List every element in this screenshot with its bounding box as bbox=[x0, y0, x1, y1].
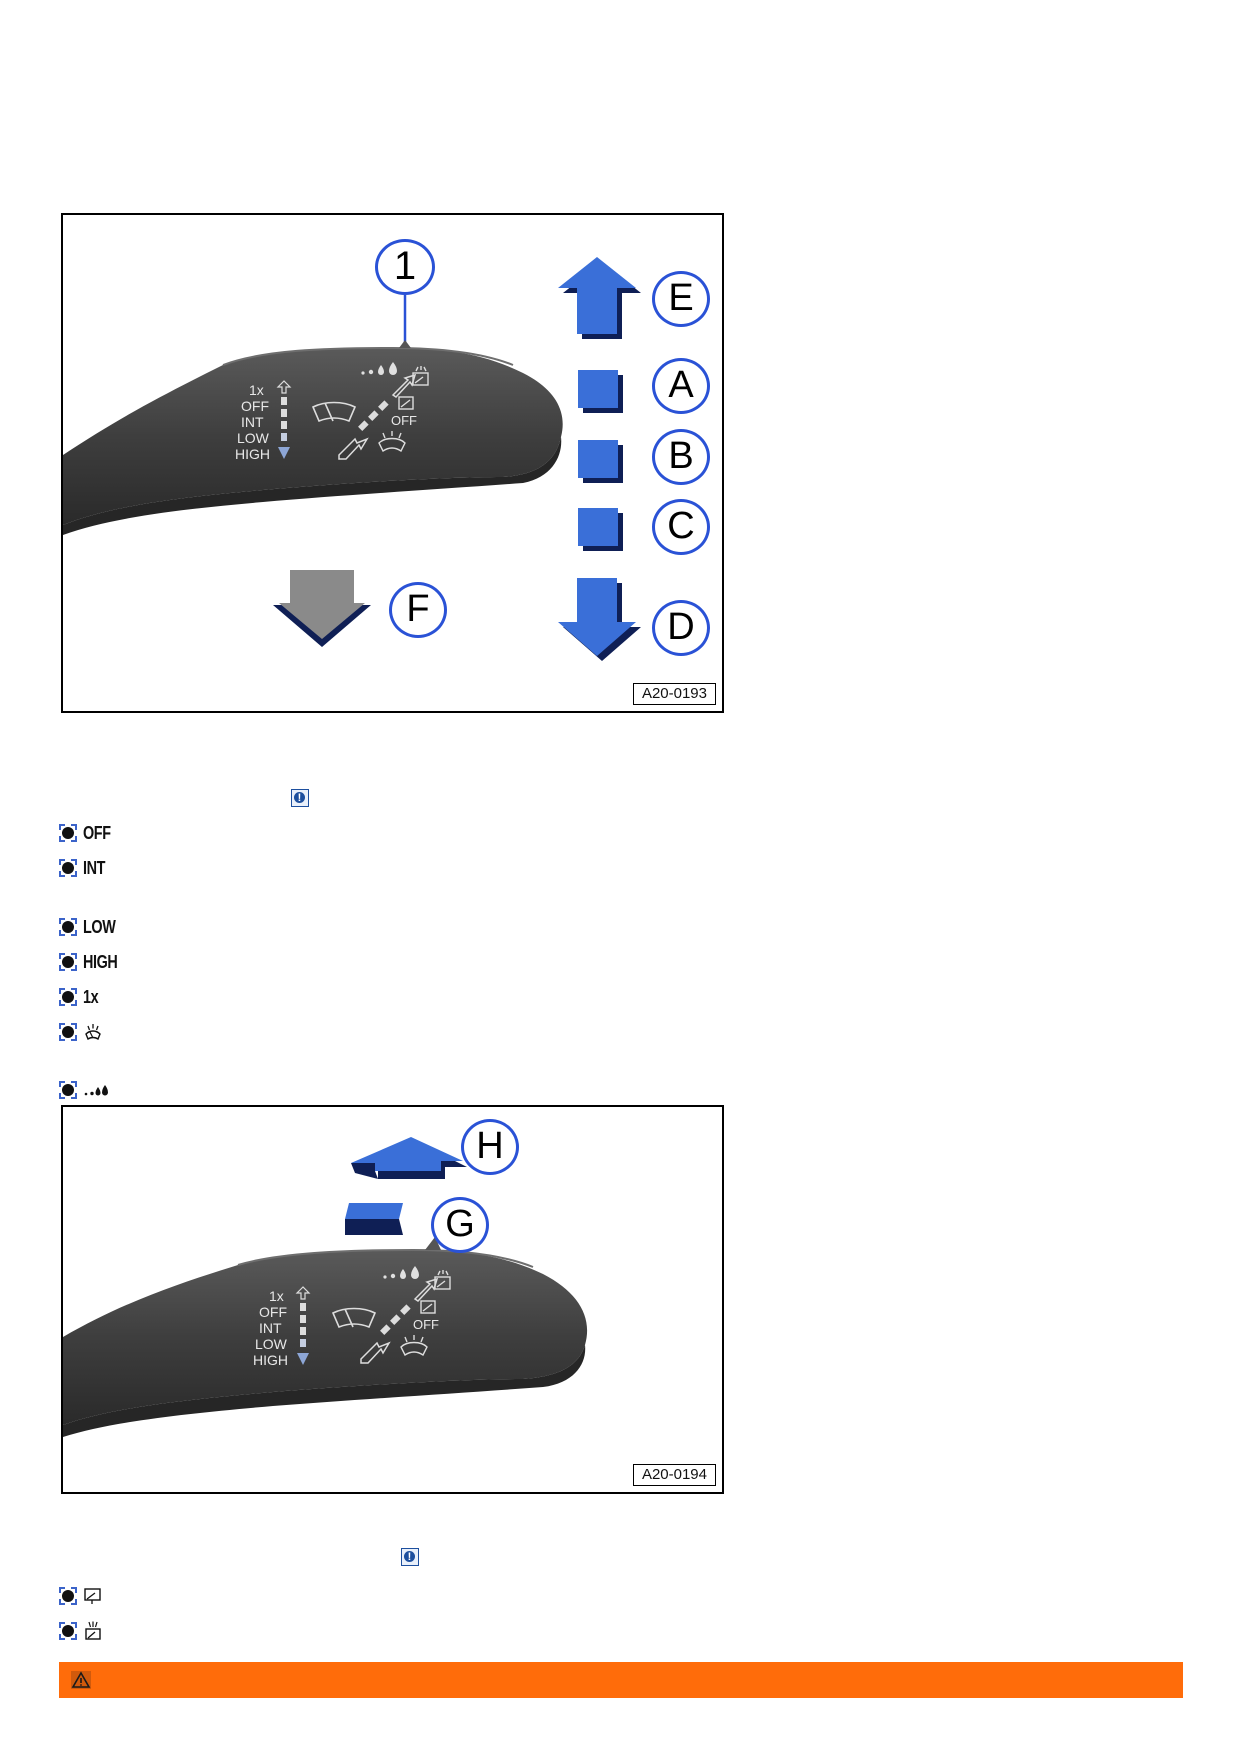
list-item-wash-wipe bbox=[59, 1021, 103, 1043]
washer-off-label: OFF bbox=[391, 413, 417, 428]
list-item-rear-wiper bbox=[59, 1585, 103, 1607]
callout-c: C bbox=[652, 499, 710, 555]
front-wiper-icon bbox=[311, 401, 357, 423]
wiper-lever bbox=[63, 348, 563, 525]
position-block-g bbox=[345, 1203, 403, 1235]
list-item-rear-wash bbox=[59, 1620, 103, 1642]
position-block-b bbox=[578, 440, 623, 483]
warning-triangle-icon bbox=[71, 1671, 91, 1689]
bullet-icon bbox=[59, 824, 77, 842]
wiper-lever-illustration: 1x OFF INT LOW HIGH bbox=[63, 1137, 588, 1437]
callout-d: D bbox=[652, 600, 710, 656]
callout-h: H bbox=[461, 1119, 519, 1175]
rear-wash-icon bbox=[412, 366, 429, 386]
rain-sensor-drops-icon bbox=[383, 1266, 419, 1279]
washer-off-label: OFF bbox=[413, 1317, 439, 1332]
list-item-label: HIGH bbox=[83, 951, 118, 972]
list-item-label: OFF bbox=[83, 822, 111, 843]
lever-label-int: INT bbox=[259, 1320, 282, 1336]
bullet-icon bbox=[59, 1023, 77, 1041]
callout-e: E bbox=[652, 271, 710, 327]
rear-wiper-icon bbox=[398, 396, 414, 410]
windscreen-wash-icon bbox=[378, 431, 406, 453]
list-item-high: HIGH bbox=[59, 951, 126, 973]
bullet-icon bbox=[59, 1587, 77, 1605]
bullet-icon bbox=[59, 988, 77, 1006]
rear-wash-icon bbox=[434, 1270, 451, 1290]
figure-wiper-lever-positions: 1x OFF INT LOW HIGH bbox=[61, 213, 724, 713]
bullet-icon bbox=[59, 859, 77, 877]
lever-label-off: OFF bbox=[241, 398, 269, 414]
bullet-icon bbox=[59, 1622, 77, 1640]
position-block-c bbox=[578, 508, 623, 551]
arrow-d-down bbox=[558, 578, 641, 661]
list-item-off: OFF bbox=[59, 822, 118, 844]
bullet-icon bbox=[59, 918, 77, 936]
callout-a: A bbox=[652, 358, 710, 414]
arrow-e-up bbox=[558, 257, 641, 339]
wiper-lever bbox=[63, 1250, 588, 1425]
rain-sensor-drops-icon bbox=[361, 362, 397, 375]
figure-code: A20-0194 bbox=[632, 1464, 716, 1486]
lever-label-1x: 1x bbox=[269, 1288, 284, 1304]
list-item-rain-sensor bbox=[59, 1079, 109, 1101]
lever-label-high: HIGH bbox=[253, 1352, 288, 1368]
callout-1: 1 bbox=[375, 239, 435, 295]
list-item-int: INT bbox=[59, 857, 111, 879]
lever-label-high: HIGH bbox=[235, 446, 270, 462]
list-item-label: INT bbox=[83, 857, 105, 878]
list-item-low: LOW bbox=[59, 916, 124, 938]
warning-banner bbox=[59, 1662, 1183, 1698]
position-block-a bbox=[578, 370, 623, 413]
callout-f: F bbox=[389, 582, 447, 638]
callout-g: G bbox=[431, 1197, 489, 1253]
info-icon[interactable]: ! bbox=[291, 789, 309, 807]
rain-sensor-drops-icon bbox=[84, 1085, 108, 1096]
bullet-icon bbox=[59, 953, 77, 971]
windscreen-wash-icon bbox=[85, 1024, 101, 1041]
info-icon[interactable]: ! bbox=[401, 1548, 419, 1566]
lever-label-low: LOW bbox=[237, 430, 270, 446]
figure-rear-wiper-positions: 1x OFF INT LOW HIGH bbox=[61, 1105, 724, 1494]
down-arrow-icon bbox=[278, 447, 290, 459]
rear-wash-icon bbox=[85, 1621, 101, 1640]
windscreen-wash-icon bbox=[400, 1335, 428, 1357]
lever-label-off: OFF bbox=[259, 1304, 287, 1320]
rear-wiper-icon bbox=[420, 1300, 436, 1314]
arrow-h-up bbox=[351, 1137, 467, 1179]
bullet-icon bbox=[59, 1081, 77, 1099]
figure-code: A20-0193 bbox=[632, 683, 716, 705]
callout-b: B bbox=[652, 429, 710, 485]
down-arrow-icon bbox=[297, 1353, 309, 1365]
front-wiper-icon bbox=[331, 1307, 377, 1329]
list-item-label: 1x bbox=[83, 986, 99, 1007]
wiper-lever-illustration: 1x OFF INT LOW HIGH bbox=[63, 257, 641, 661]
list-item-1x: 1x bbox=[59, 986, 102, 1008]
rear-wiper-icon bbox=[84, 1588, 101, 1604]
arrow-f-down bbox=[273, 570, 371, 647]
lever-label-1x: 1x bbox=[249, 382, 264, 398]
list-item-label: LOW bbox=[83, 916, 116, 937]
lever-label-int: INT bbox=[241, 414, 264, 430]
lever-label-low: LOW bbox=[255, 1336, 288, 1352]
